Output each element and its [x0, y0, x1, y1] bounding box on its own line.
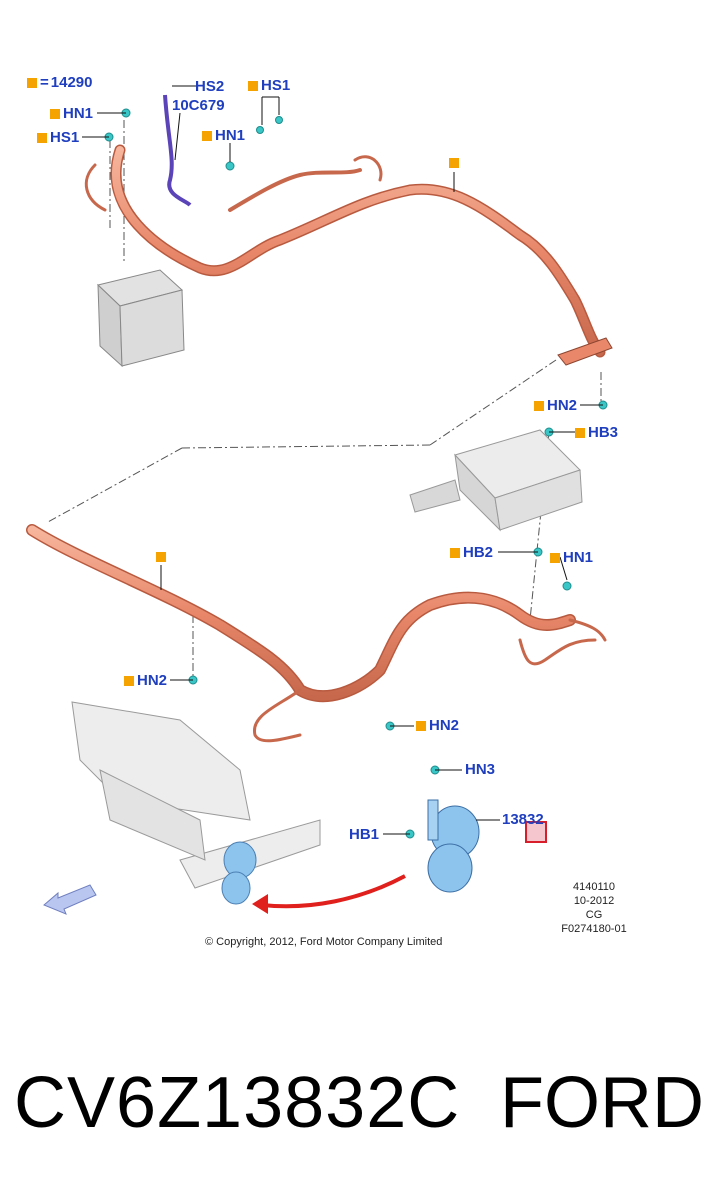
callout-hs1-top: HS1	[248, 78, 290, 94]
battery-illustration	[96, 269, 185, 368]
front-direction-arrow	[43, 884, 97, 915]
hint-box	[525, 821, 547, 843]
callout-hs1-left: HS1	[37, 130, 79, 146]
marker-square-icon	[575, 428, 585, 439]
callout-hn2-lower: HN2	[416, 718, 459, 734]
horn-assembly-part	[427, 799, 480, 893]
auxiliary-cable	[163, 94, 192, 207]
callout-hb2: HB2	[450, 545, 493, 561]
illustration-number: 4140110	[572, 881, 615, 893]
callout-text: HB3	[588, 424, 619, 441]
legend-equals: =	[40, 74, 49, 91]
marker-square-icon	[450, 548, 460, 559]
callout-text: 10C679	[172, 97, 225, 114]
callout-text: HS1	[261, 77, 291, 94]
marker-square-icon	[124, 676, 134, 687]
callout-10c679: 10C679	[172, 98, 225, 114]
callout-text: HN1	[63, 105, 94, 122]
marker-square-icon	[202, 131, 212, 142]
install-arrow	[261, 874, 406, 909]
callout-hn1-top: HN1	[50, 106, 93, 122]
harness-bracket-upper	[557, 337, 613, 366]
callout-hn1-right: HN1	[550, 550, 593, 566]
copyright-notice: © Copyright, 2012, Ford Motor Company Li…	[205, 936, 443, 948]
callout-hn1-mid: HN1	[202, 128, 245, 144]
callout-hn2-left: HN2	[124, 673, 167, 689]
upper-harness	[84, 144, 606, 358]
inverter-illustration	[409, 429, 583, 532]
illustration-date: 10-2012	[573, 895, 615, 907]
leader-lines	[47, 120, 602, 680]
legend-part-number: 14290	[50, 74, 93, 91]
marker-square-icon	[50, 109, 60, 120]
horn-installed	[221, 841, 257, 905]
callout-13832: 13832	[502, 812, 544, 828]
callout-text: 13832	[502, 811, 544, 828]
callout-text: HN3	[465, 761, 496, 778]
callout-text: HN1	[563, 549, 594, 566]
callout-hb1: HB1	[349, 827, 379, 843]
marker-square-icon	[550, 553, 560, 564]
illustration-initials: CG	[585, 909, 603, 921]
illustration-meta: 4140110 10-2012 CG F0274180-01	[556, 880, 632, 936]
callout-text: HB2	[463, 544, 494, 561]
marker-square-icon	[248, 81, 258, 92]
marker-square-icon	[534, 401, 544, 412]
lower-harness	[26, 524, 607, 743]
callout-text: HS2	[195, 78, 225, 95]
install-arrow-head	[252, 894, 268, 914]
callout-text: HN2	[547, 397, 578, 414]
front-end-structure	[71, 701, 321, 889]
part-number-caption: CV6Z13832C	[14, 1063, 461, 1143]
marker-square-icon	[156, 552, 166, 562]
brand-caption: FORD	[500, 1063, 704, 1143]
marker-square-icon	[449, 158, 459, 168]
figure-id: F0274180-01	[561, 923, 627, 935]
callout-text: HS1	[50, 129, 80, 146]
callout-hs2: HS2	[195, 79, 224, 95]
callout-text: HN1	[215, 127, 246, 144]
callout-text: HN2	[137, 672, 168, 689]
legend-label: =14290	[27, 75, 92, 91]
callout-hn3: HN3	[465, 762, 495, 778]
marker-square-icon	[27, 78, 37, 89]
callout-lines	[82, 85, 603, 835]
callout-text: HN2	[429, 717, 460, 734]
callout-hn2-right: HN2	[534, 398, 577, 414]
callout-text: HB1	[349, 826, 380, 843]
callout-hb3: HB3	[575, 425, 618, 441]
marker-square-icon	[416, 721, 426, 732]
wiring-harness-diagram	[26, 85, 613, 915]
marker-square-icon	[37, 133, 47, 144]
